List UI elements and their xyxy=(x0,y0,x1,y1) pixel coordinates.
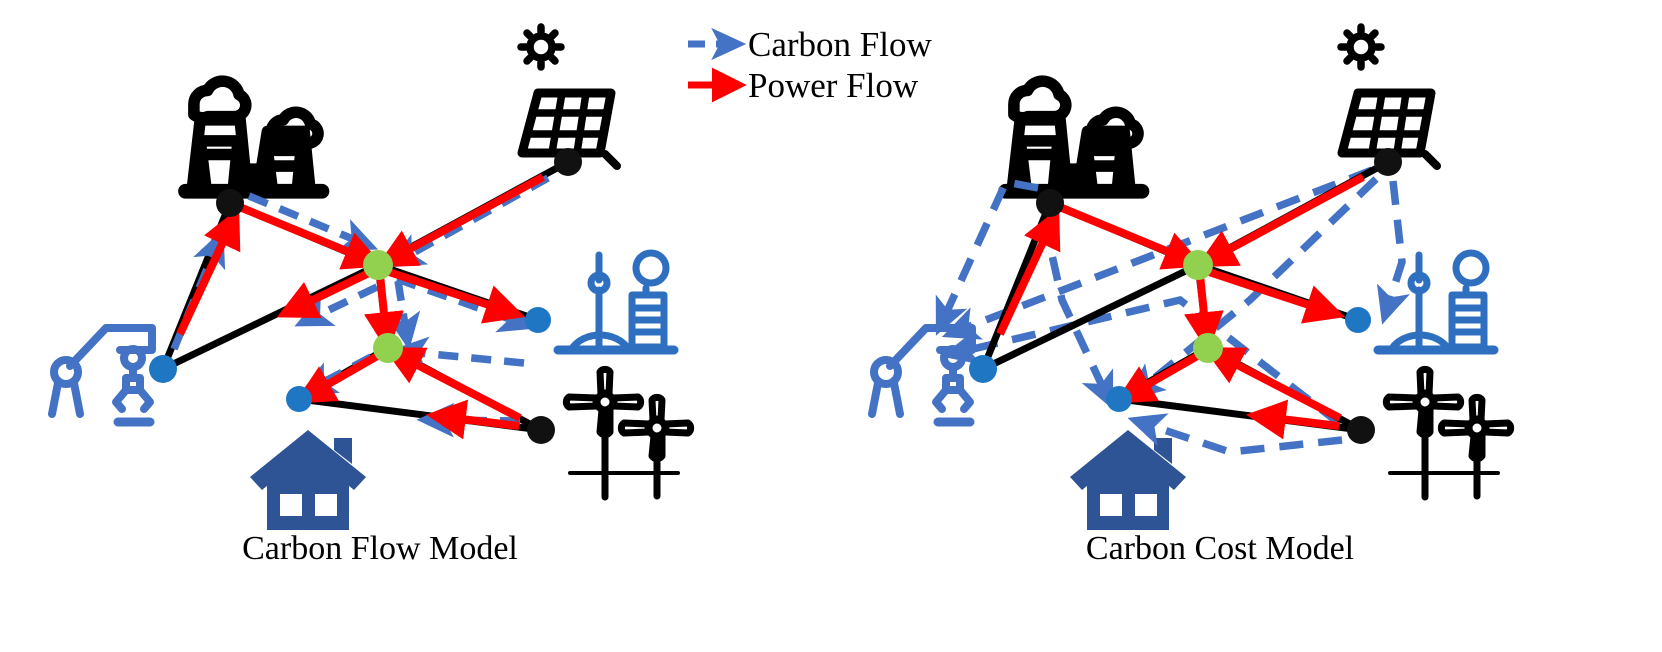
node-generator-solar[interactable] xyxy=(554,148,582,176)
node-bus-hub-1[interactable] xyxy=(363,250,393,280)
carbon-cost-flows-right xyxy=(935,166,1410,456)
line-b1-l1 xyxy=(979,261,1202,373)
power-g3-b2 xyxy=(1202,347,1342,422)
power-l1-g1 xyxy=(996,207,1061,336)
carbon-b1-l1 xyxy=(294,283,379,327)
power-g1-b1 xyxy=(240,204,384,270)
thermal-power-plant-icon xyxy=(998,75,1150,199)
carboncost-g1-l1 xyxy=(935,177,1039,336)
power-l1-g1 xyxy=(176,207,241,336)
power-flows-right xyxy=(996,173,1365,440)
nodes-left xyxy=(149,148,582,444)
node-generator-thermal[interactable] xyxy=(216,189,244,217)
node-generator-wind[interactable] xyxy=(1347,416,1375,444)
carbon-g2-b1 xyxy=(386,174,550,268)
city-skyline-icon xyxy=(553,249,679,355)
power-b1-l2 xyxy=(384,267,526,324)
power-b2-l3 xyxy=(294,351,381,404)
carboncost-g3-l3 xyxy=(1127,413,1343,456)
power-g2-b1 xyxy=(376,173,545,268)
panel-left xyxy=(48,23,695,530)
carboncost-g2-l1 xyxy=(941,166,1374,340)
legend-label-carbon-flow: Carbon Flow xyxy=(748,25,932,64)
carboncost-g3-l1 xyxy=(941,295,1343,427)
node-load-city[interactable] xyxy=(1345,307,1371,333)
power-b1-l1 xyxy=(276,268,373,319)
carbon-g3-b2 xyxy=(390,336,525,371)
carbon-b1-l2 xyxy=(395,275,537,333)
solar-panel-icon xyxy=(1337,23,1441,170)
node-generator-thermal[interactable] xyxy=(1036,189,1064,217)
power-b1-b2 xyxy=(1183,274,1224,353)
robot-arm-icon xyxy=(48,324,156,427)
node-load-residential[interactable] xyxy=(286,386,312,412)
power-g1-b1 xyxy=(1060,204,1204,270)
thermal-power-plant-icon xyxy=(178,75,330,199)
power-flows-left xyxy=(176,173,545,440)
house-icon xyxy=(250,430,366,530)
panel-caption-left: Carbon Flow Model xyxy=(242,530,518,567)
legend-item-carbon-flow: Carbon Flow xyxy=(688,25,932,64)
legend-item-power-flow: Power Flow xyxy=(688,66,919,105)
node-load-industrial[interactable] xyxy=(969,355,997,383)
city-skyline-icon xyxy=(1373,249,1499,355)
legend: Carbon Flow Power Flow xyxy=(688,25,932,105)
nodes-right xyxy=(969,148,1402,444)
robot-arm-icon xyxy=(868,324,976,427)
node-load-residential[interactable] xyxy=(1106,386,1132,412)
node-bus-hub-1[interactable] xyxy=(1183,250,1213,280)
solar-panel-icon xyxy=(517,23,621,170)
wind-turbine-icon xyxy=(1382,365,1515,501)
node-load-industrial[interactable] xyxy=(149,355,177,383)
node-generator-wind[interactable] xyxy=(527,416,555,444)
power-b1-b2 xyxy=(363,274,404,353)
power-g3-l3 xyxy=(1245,399,1340,440)
power-b1-l2 xyxy=(1204,267,1346,324)
power-g2-b1 xyxy=(1196,173,1365,268)
power-b2-l3 xyxy=(1114,351,1201,404)
node-load-city[interactable] xyxy=(525,307,551,333)
carbon-b1-b2 xyxy=(386,280,421,351)
carboncost-g2-l3 xyxy=(1126,176,1379,401)
node-bus-hub-2[interactable] xyxy=(1193,333,1223,363)
house-icon xyxy=(1070,430,1186,530)
legend-label-power-flow: Power Flow xyxy=(748,66,919,105)
carboncost-g2-l2 xyxy=(1377,180,1410,325)
power-g3-l3 xyxy=(425,399,520,440)
power-g3-b2 xyxy=(382,347,522,422)
wind-turbine-icon xyxy=(562,365,695,501)
node-generator-solar[interactable] xyxy=(1374,148,1402,176)
carboncost-g1-l3 xyxy=(1040,218,1114,410)
panel-caption-right: Carbon Cost Model xyxy=(1085,530,1355,567)
node-bus-hub-2[interactable] xyxy=(373,333,403,363)
panel-right xyxy=(868,23,1515,530)
